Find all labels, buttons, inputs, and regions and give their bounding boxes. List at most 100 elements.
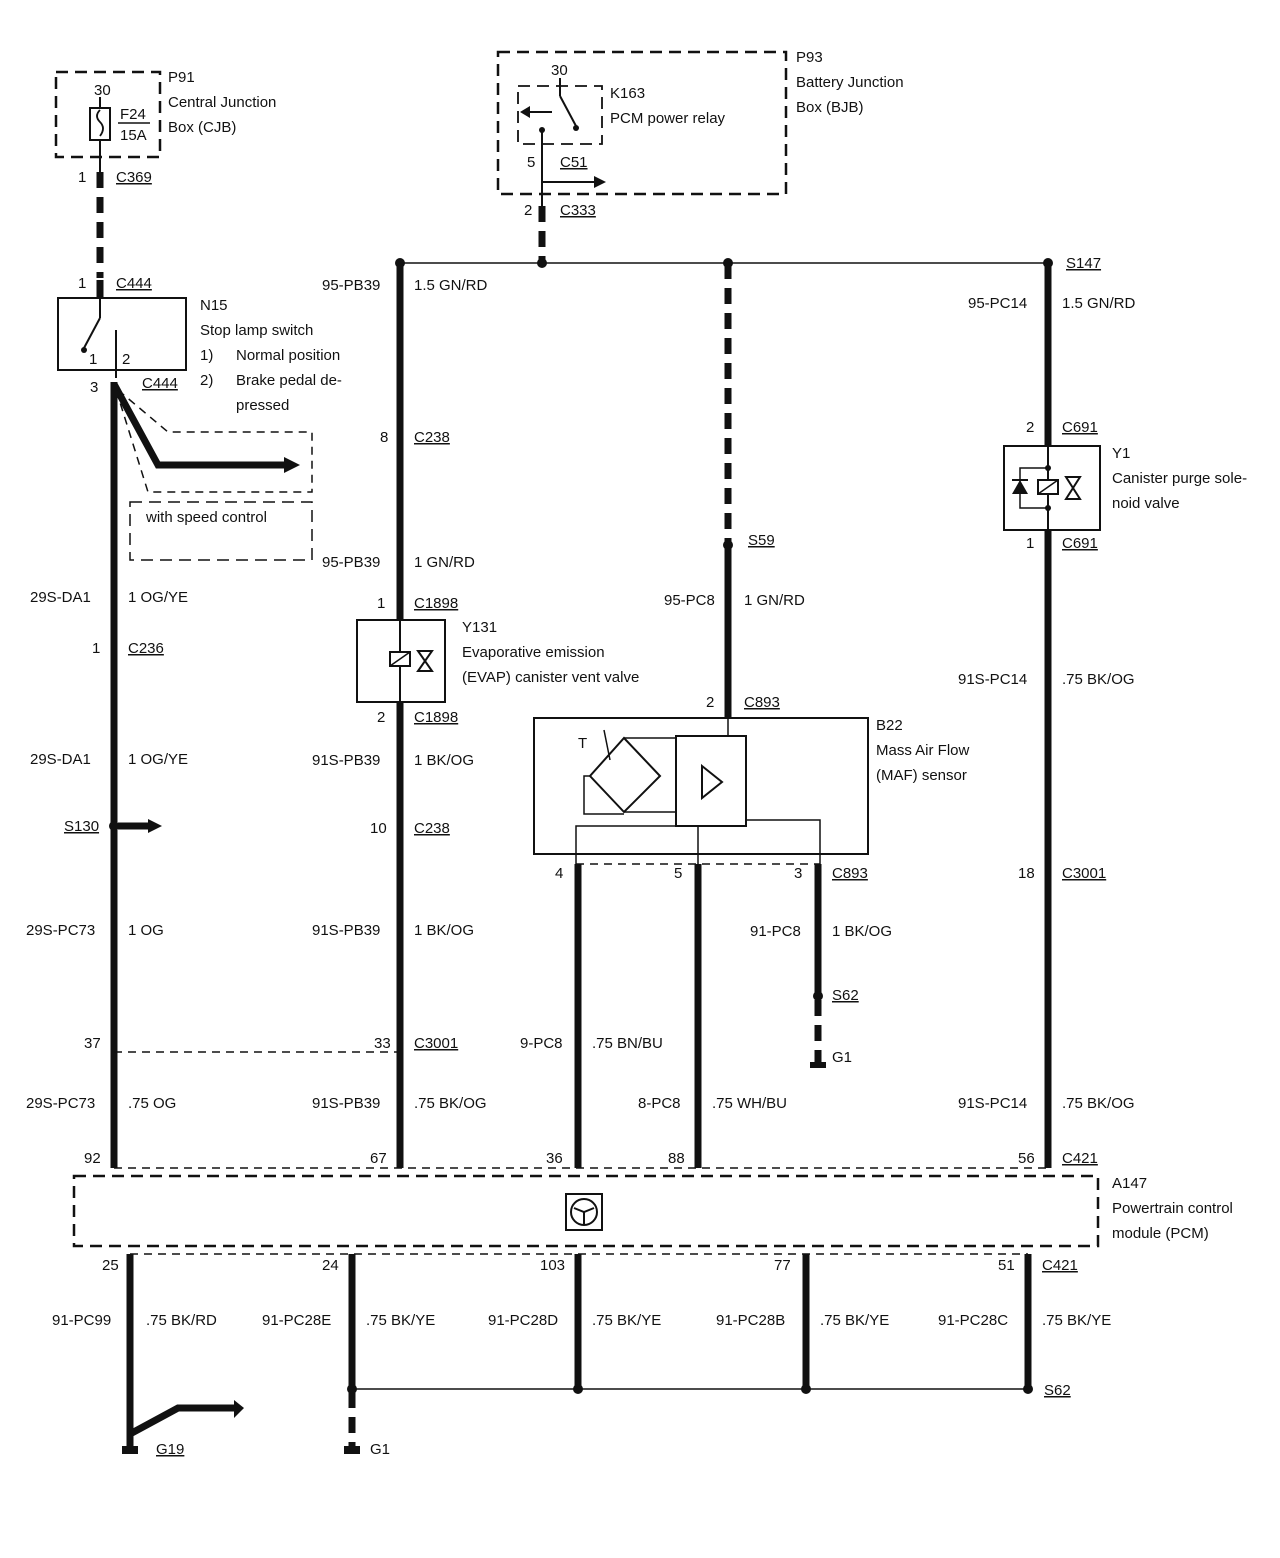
wire-pc8-a-circuit: 95-PC8 xyxy=(664,592,715,609)
c238-a-label: C238 xyxy=(414,429,450,446)
pcm-pin-24: 24 xyxy=(322,1257,339,1274)
wire-pc14-c-circuit: 91S-PC14 xyxy=(958,1095,1027,1112)
note2-text-line1: Brake pedal de- xyxy=(236,372,342,389)
note1-num: 1) xyxy=(200,347,213,364)
stop-lamp-switch-outline xyxy=(57,297,187,371)
c691-b-label: C691 xyxy=(1062,535,1098,552)
c893-bottom-label: C893 xyxy=(832,865,868,882)
c691-a-label: C691 xyxy=(1062,419,1098,436)
pcm-pin-56: 56 xyxy=(1018,1150,1035,1167)
y131-name-line1: Evaporative emission xyxy=(462,644,605,661)
maf-temp-label: T xyxy=(578,735,587,752)
wire-pc14-a-circuit: 95-PC14 xyxy=(968,295,1027,312)
canister-purge-solenoid-valve: Y1 Canister purge sole- noid valve xyxy=(1003,445,1247,531)
splice-s62-top xyxy=(813,991,823,1001)
s147-label: S147 xyxy=(1066,255,1101,272)
c333-label: C333 xyxy=(560,202,596,219)
wire-pc99-circuit: 91-PC99 xyxy=(52,1312,111,1329)
switch-pin1: 1 xyxy=(89,351,97,368)
pcm-name-line1: Powertrain control xyxy=(1112,1200,1233,1217)
relay-pin-bottom: 5 xyxy=(527,154,535,171)
purge-valve-outline xyxy=(1003,445,1101,531)
wire-pb39-b-circuit: 95-PB39 xyxy=(322,554,380,571)
wire-pc28c-spec: .75 BK/YE xyxy=(1042,1312,1111,1329)
c444-top-pin: 1 xyxy=(78,275,86,292)
wire-pb39-c-circuit: 91S-PB39 xyxy=(312,752,380,769)
y131-name-line2: (EVAP) canister vent valve xyxy=(462,669,639,686)
wire-pc14-b-spec: .75 BK/OG xyxy=(1062,671,1135,688)
splice-s59 xyxy=(723,540,733,550)
wire-pc28d-circuit: 91-PC28D xyxy=(488,1312,558,1329)
c1898-a-label: C1898 xyxy=(414,595,458,612)
fuse-label: F24 xyxy=(120,106,146,123)
module-icon xyxy=(565,1193,603,1231)
c3001-label-a: C3001 xyxy=(414,1035,458,1052)
pcm-pin-36: 36 xyxy=(546,1150,563,1167)
c238-b-label: C238 xyxy=(414,820,450,837)
wire-pb39-c-spec: 1 BK/OG xyxy=(414,752,474,769)
wire-pb39-b-spec: 1 GN/RD xyxy=(414,554,475,571)
c3001-pin18: 18 xyxy=(1018,865,1035,882)
maf-id: B22 xyxy=(876,717,903,734)
s59-label: S59 xyxy=(748,532,775,549)
maf-name-line1: Mass Air Flow xyxy=(876,742,970,759)
cjb-id: P91 xyxy=(168,69,195,86)
c691-b-pin: 1 xyxy=(1026,535,1034,552)
pcm-pin-103: 103 xyxy=(540,1257,565,1274)
c369-pin: 1 xyxy=(78,169,86,186)
cjb-pin-label: 30 xyxy=(94,82,111,99)
s130-label: S130 xyxy=(64,818,99,835)
diode-icon xyxy=(1012,480,1028,494)
c893-pin3: 3 xyxy=(794,865,802,882)
c238-a-pin: 8 xyxy=(380,429,388,446)
g1-top-label: G1 xyxy=(832,1049,852,1066)
bjb-name-line1: Battery Junction xyxy=(796,74,904,91)
wire-pc73-a-spec: 1 OG xyxy=(128,922,164,939)
maf-sensor-outline xyxy=(533,717,869,855)
wire-da1-a-spec: 1 OG/YE xyxy=(128,589,188,606)
splice-s130 xyxy=(109,821,119,831)
wire-pc8-b-circuit: 91-PC8 xyxy=(750,923,801,940)
wire-da1-a-circuit: 29S-DA1 xyxy=(30,589,91,606)
valve-icon xyxy=(1064,476,1082,500)
pcm-pin-67: 67 xyxy=(370,1150,387,1167)
s62-bottom-label: S62 xyxy=(1044,1382,1071,1399)
note2-text-line2: pressed xyxy=(236,397,289,414)
c236-pin: 1 xyxy=(92,640,100,657)
wire-pb39-d-spec: 1 BK/OG xyxy=(414,922,474,939)
battery-junction-box: P93 Battery Junction Box (BJB) 30 K163 P… xyxy=(496,49,904,206)
wire-pc8-c-spec: .75 BN/BU xyxy=(592,1035,663,1052)
wire-pb39-a-spec: 1.5 GN/RD xyxy=(414,277,488,294)
cjb-name-line1: Central Junction xyxy=(168,94,276,111)
c893-pin4: 4 xyxy=(555,865,563,882)
wire-pc28b-spec: .75 BK/YE xyxy=(820,1312,889,1329)
wire-pb39-e-circuit: 91S-PB39 xyxy=(312,1095,380,1112)
c444-top-label: C444 xyxy=(116,275,152,292)
wire-speed-control-branch xyxy=(110,382,286,469)
wire-pc8-a-spec: 1 GN/RD xyxy=(744,592,805,609)
wire-pb39-e-spec: .75 BK/OG xyxy=(414,1095,487,1112)
switch-icon xyxy=(83,317,101,349)
switch-pin2: 2 xyxy=(122,351,130,368)
c444-bottom-pin: 3 xyxy=(90,379,98,396)
c3001-pin33: 33 xyxy=(374,1035,391,1052)
pcm-name-line2: module (PCM) xyxy=(1112,1225,1209,1242)
y1-name-line2: noid valve xyxy=(1112,495,1180,512)
pcm-outline xyxy=(72,1174,1100,1248)
relay-switch-icon xyxy=(559,95,577,127)
wire-pc73-a-circuit: 29S-PC73 xyxy=(26,922,95,939)
wire-pb39-a-circuit: 95-PB39 xyxy=(322,277,380,294)
amplifier-box xyxy=(675,735,747,827)
central-junction-box: 30 F24 15A P91 Central Junction Box (CJB… xyxy=(54,69,276,159)
relay-id: K163 xyxy=(610,85,645,102)
wire-pc8-b-spec: 1 BK/OG xyxy=(832,923,892,940)
bjb-name-line2: Box (BJB) xyxy=(796,99,864,116)
wire-pc73-b-spec: .75 OG xyxy=(128,1095,176,1112)
pcm-id: A147 xyxy=(1112,1175,1147,1192)
c3001-label-b: C3001 xyxy=(1062,865,1106,882)
wire-pc28b-circuit: 91-PC28B xyxy=(716,1312,785,1329)
arrow-right-icon xyxy=(594,176,606,188)
note1-text: Normal position xyxy=(236,347,340,364)
c691-a-pin: 2 xyxy=(1026,419,1034,436)
c333-pin: 2 xyxy=(524,202,532,219)
